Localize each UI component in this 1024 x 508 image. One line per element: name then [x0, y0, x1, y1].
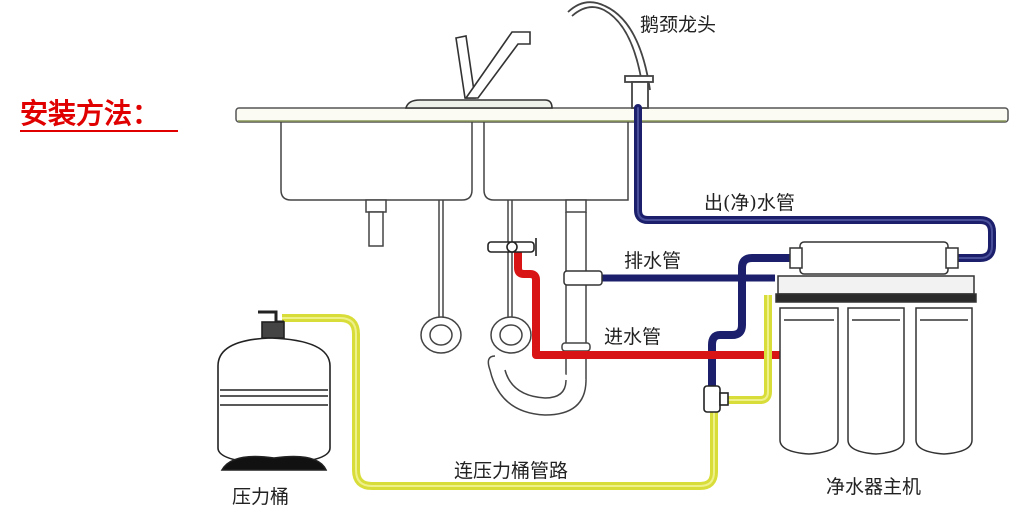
label-outlet-pipe: 出(净)水管	[704, 192, 795, 214]
sink-basin-right	[483, 122, 629, 201]
unit-feed-pipe	[708, 254, 800, 395]
tank-line	[282, 295, 772, 490]
label-pressure-tank: 压力桶	[232, 486, 290, 508]
outlet-pipe	[634, 104, 996, 262]
label-gooseneck-faucet: 鹅颈龙头	[640, 14, 717, 36]
label-drain-pipe: 排水管	[624, 250, 682, 272]
tee-fitting	[703, 385, 729, 413]
label-purifier-unit: 净水器主机	[826, 476, 922, 498]
sink-basin-left	[280, 122, 473, 201]
label-inlet-pipe: 进水管	[604, 326, 662, 348]
page-title: 安装方法：	[20, 98, 179, 132]
inlet-pipe	[514, 252, 780, 359]
countertop	[235, 107, 1009, 123]
label-tank-line: 连压力桶管路	[454, 460, 569, 482]
sink-drain-parts	[365, 199, 591, 416]
kitchen-faucet	[404, 31, 553, 109]
pressure-tank	[217, 310, 331, 471]
gooseneck-faucet	[567, 1, 654, 109]
angle-valve	[487, 238, 537, 256]
purifier-unit	[775, 241, 977, 455]
